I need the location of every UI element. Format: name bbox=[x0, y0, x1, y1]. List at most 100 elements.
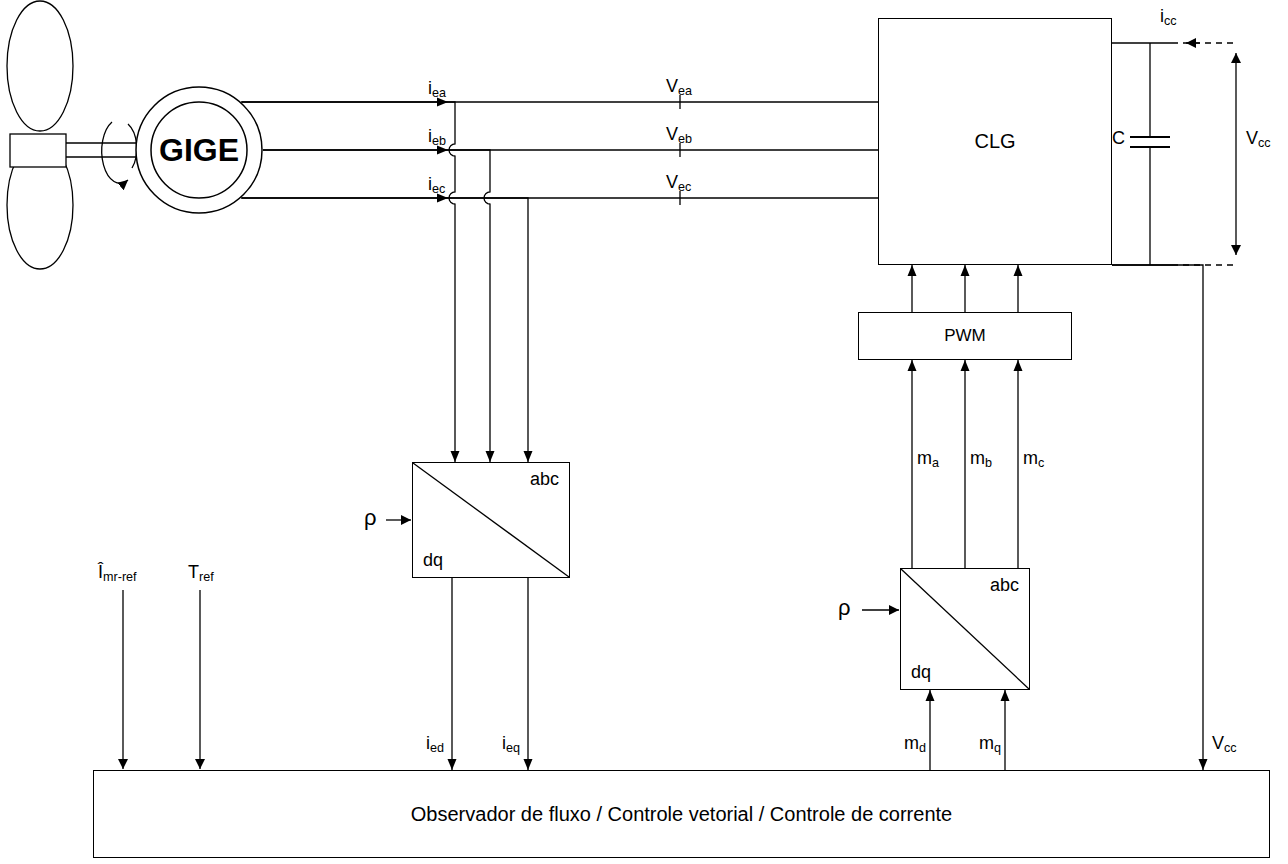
symbol-subscript: eb bbox=[432, 134, 446, 148]
signal-label: ied bbox=[426, 733, 444, 756]
arrow-head bbox=[908, 360, 917, 371]
symbol-base: V bbox=[666, 172, 678, 192]
symbol-subscript: cc bbox=[1164, 14, 1177, 28]
signal-label: icc bbox=[1160, 6, 1177, 29]
signal-label: mb bbox=[970, 448, 992, 471]
arrow-head bbox=[451, 451, 460, 462]
arrow-head bbox=[524, 451, 533, 462]
signal-label: Tref bbox=[188, 562, 214, 585]
signal-label: ρ bbox=[364, 505, 377, 531]
symbol-subscript: a bbox=[932, 456, 939, 470]
arrow-head bbox=[486, 451, 495, 462]
arrow-head bbox=[926, 690, 935, 701]
signal-connector bbox=[961, 360, 970, 568]
symbol-base: i bbox=[428, 174, 432, 194]
signal-label: Veb bbox=[666, 124, 692, 147]
signal-connector bbox=[241, 198, 532, 462]
arrow-head bbox=[1014, 265, 1023, 276]
connector-line bbox=[1004, 690, 1005, 770]
signal-label: iec bbox=[428, 174, 445, 197]
signal-connector bbox=[961, 265, 970, 312]
signal-connector bbox=[1112, 265, 1208, 770]
signal-label: mq bbox=[979, 733, 1001, 756]
wind-turbine bbox=[7, 1, 137, 269]
connector-line bbox=[1112, 265, 1203, 770]
control-box: Observador de fluxo / Controle vetorial … bbox=[93, 770, 1270, 858]
symbol-base: V bbox=[1212, 733, 1224, 753]
connector-line bbox=[241, 102, 455, 462]
symbol-subscript: q bbox=[994, 741, 1001, 755]
arrow-head bbox=[961, 265, 970, 276]
symbol-base: i bbox=[428, 126, 432, 146]
signal-label: Vec bbox=[666, 172, 691, 195]
symbol-subscript: b bbox=[985, 456, 992, 470]
converter-box: CLG bbox=[878, 18, 1112, 265]
symbol-base: i bbox=[426, 733, 430, 753]
signal-label: C bbox=[1112, 128, 1125, 150]
symbol-subscript: eb bbox=[678, 132, 692, 146]
signal-connector bbox=[524, 578, 533, 770]
signal-label: ρ bbox=[838, 595, 851, 621]
symbol-base: i bbox=[428, 78, 432, 98]
connector-line bbox=[929, 690, 930, 770]
transform-box: abc dq bbox=[900, 568, 1030, 690]
symbol-base: m bbox=[904, 733, 919, 753]
signal-connector bbox=[1014, 360, 1023, 568]
signal-label: ieb bbox=[428, 126, 446, 149]
signal-connector bbox=[241, 102, 459, 462]
transform-box: abcdq bbox=[412, 462, 570, 578]
symbol-subscript: mr-ref bbox=[103, 570, 137, 584]
signal-label: Îmr-ref bbox=[98, 562, 137, 585]
symbol-base: i bbox=[502, 733, 506, 753]
symbol-base: m bbox=[917, 448, 932, 468]
node-label: CLG bbox=[974, 130, 1015, 153]
signal-connector bbox=[263, 150, 495, 462]
arrow-head bbox=[1001, 690, 1010, 701]
frame-label: dq bbox=[911, 662, 931, 683]
arrow-head bbox=[524, 759, 533, 770]
dc-link bbox=[1112, 43, 1236, 265]
connector-line bbox=[527, 578, 528, 770]
symbol-subscript: ref bbox=[199, 570, 214, 584]
frame-label: dq bbox=[423, 550, 443, 571]
symbol-subscript: ec bbox=[678, 180, 691, 194]
signal-connector bbox=[908, 265, 917, 312]
symbol-subscript: cc bbox=[1224, 741, 1237, 755]
symbol-subscript: eq bbox=[506, 741, 520, 755]
arrow-head bbox=[448, 759, 457, 770]
symbol-base: T bbox=[188, 562, 199, 582]
arrow-head bbox=[1014, 360, 1023, 371]
signal-label: md bbox=[904, 733, 926, 756]
symbol-base: m bbox=[1023, 448, 1038, 468]
symbol-base: V bbox=[666, 76, 678, 96]
node-label: PWM bbox=[944, 326, 986, 346]
signal-label: ma bbox=[917, 448, 939, 471]
connector-line bbox=[451, 578, 452, 770]
symbol-subscript: ed bbox=[430, 741, 444, 755]
signal-connector bbox=[1014, 265, 1023, 312]
symbol-base: i bbox=[1160, 6, 1164, 26]
signal-connector bbox=[908, 360, 917, 568]
signal-label: Vcc bbox=[1212, 733, 1237, 756]
signal-label: Vcc bbox=[1246, 128, 1271, 151]
symbol-subscript: c bbox=[1038, 456, 1044, 470]
signal-connector bbox=[1001, 690, 1010, 770]
arrow-head bbox=[961, 360, 970, 371]
symbol-base: Î bbox=[98, 562, 103, 582]
symbol-base: m bbox=[979, 733, 994, 753]
symbol-subscript: d bbox=[919, 741, 926, 755]
pwm-box: PWM bbox=[858, 312, 1072, 360]
symbol-subscript: ea bbox=[432, 86, 446, 100]
node-label: GIGE bbox=[159, 132, 239, 169]
signal-connector bbox=[448, 578, 457, 770]
symbol-subscript: ea bbox=[678, 84, 692, 98]
symbol-base: m bbox=[970, 448, 985, 468]
signal-label: mc bbox=[1023, 448, 1044, 471]
connector-line bbox=[911, 360, 912, 568]
signal-label: Vea bbox=[666, 76, 692, 99]
connector-line bbox=[263, 150, 490, 462]
symbol-subscript: ec bbox=[432, 182, 445, 196]
arrow-head bbox=[1199, 759, 1208, 770]
frame-label: abc bbox=[990, 575, 1019, 596]
node-label: Observador de fluxo / Controle vetorial … bbox=[411, 803, 952, 826]
